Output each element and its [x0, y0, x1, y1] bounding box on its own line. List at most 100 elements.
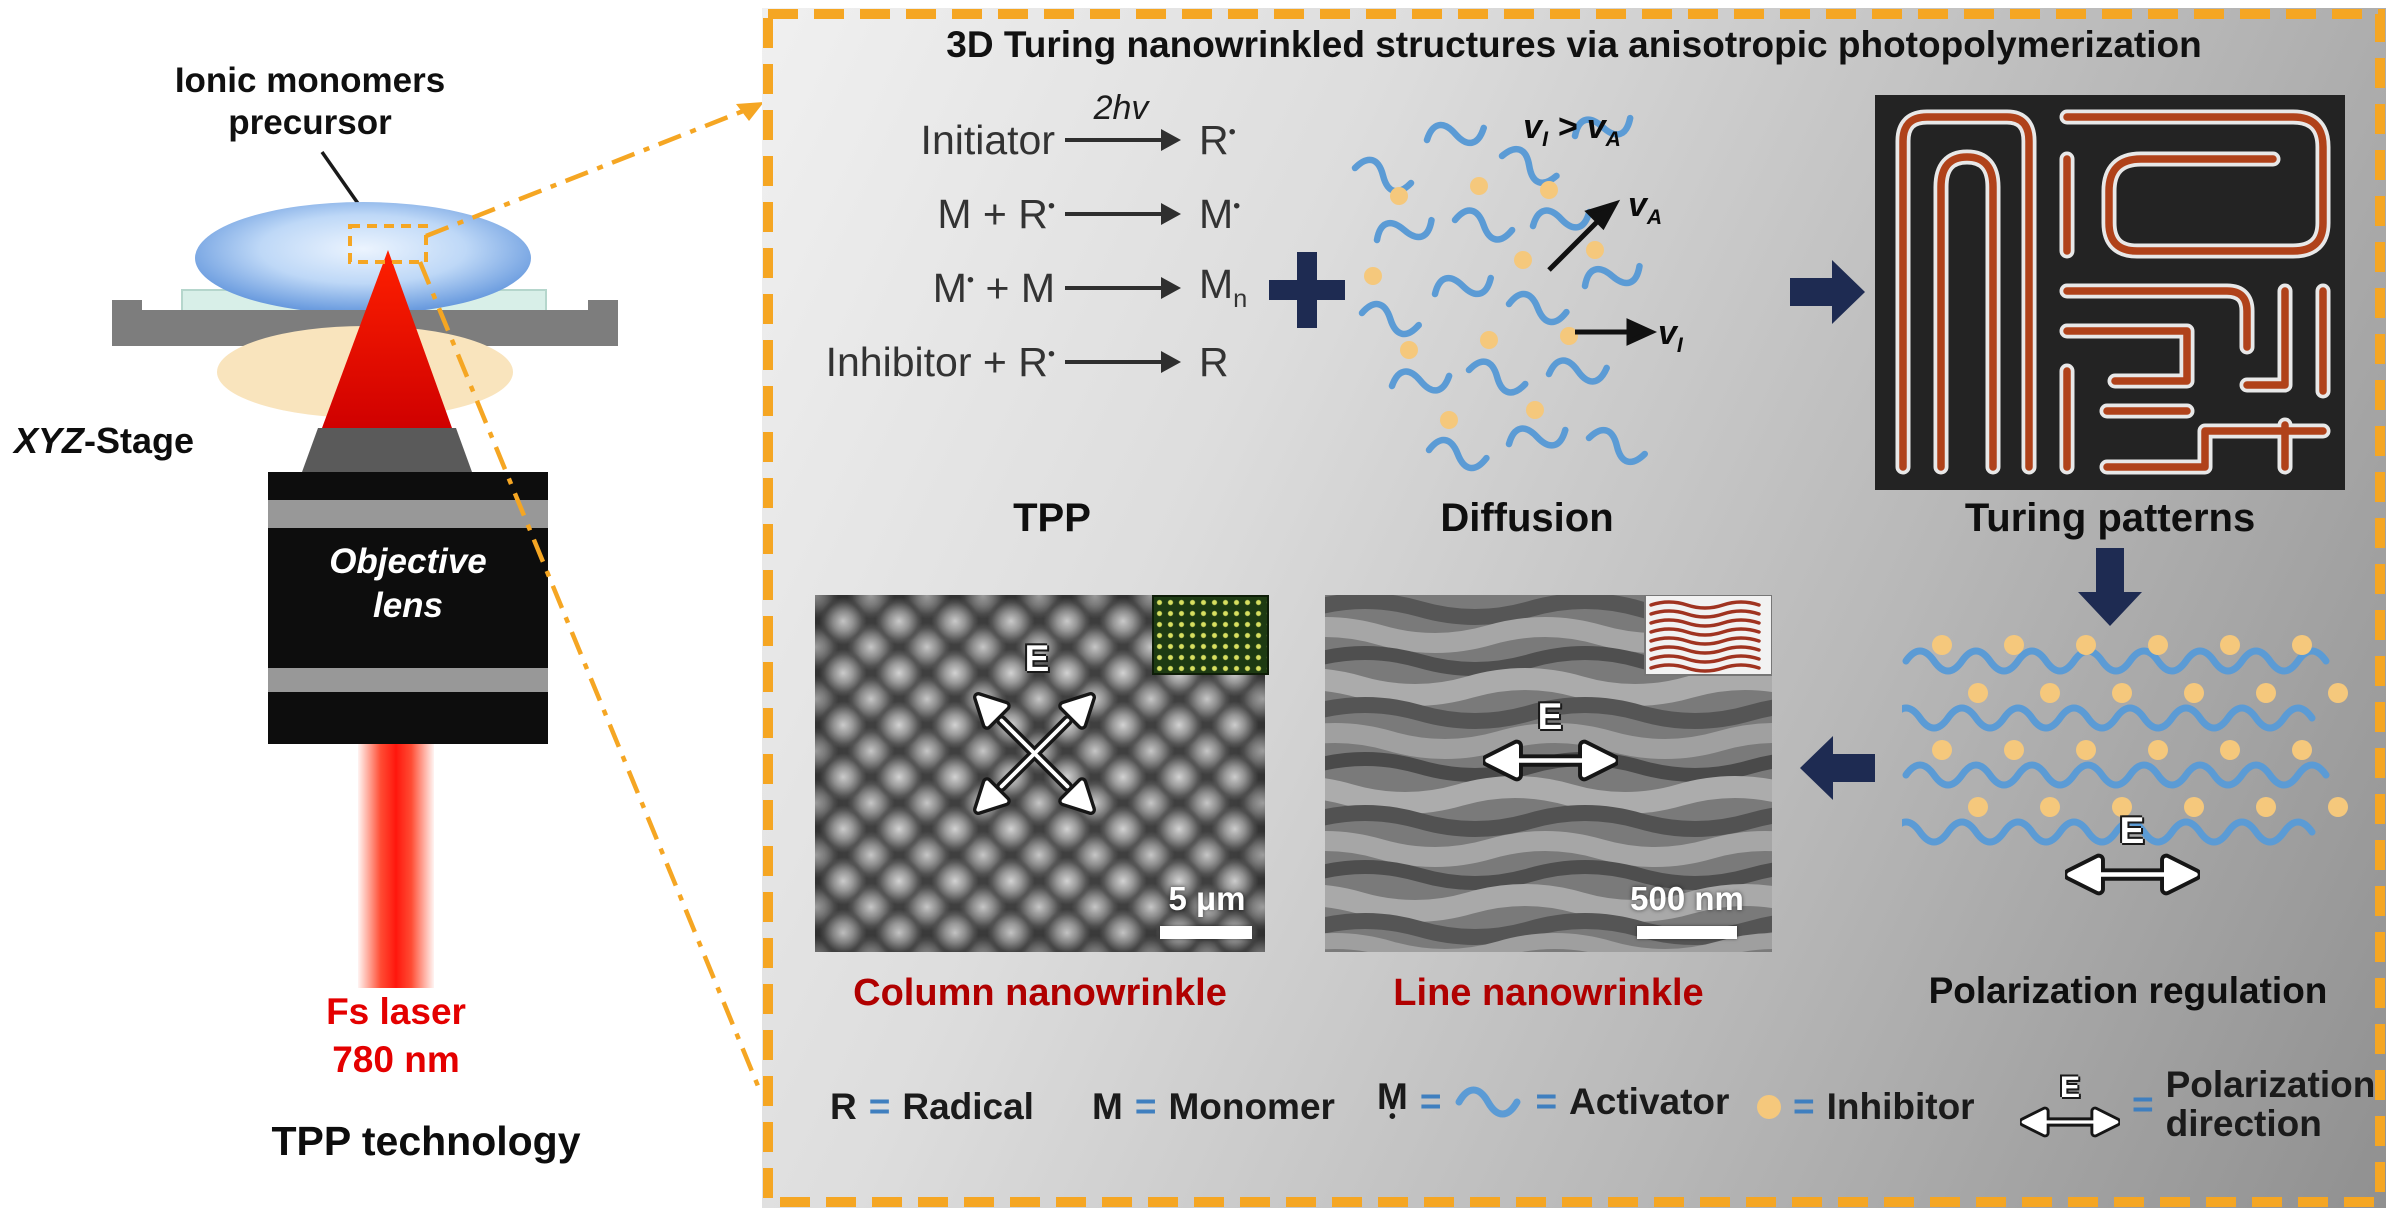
- reaction-row-1: Initiator 2hv R•: [817, 89, 1297, 177]
- objective-label-line1: Objective: [329, 542, 487, 581]
- radical-dot: •: [1388, 1105, 1396, 1128]
- objective-band-bottom: [268, 668, 548, 692]
- reaction-arrow-icon: [1065, 129, 1181, 151]
- fs-laser-label: Fs laser 780 nm: [286, 988, 506, 1084]
- plus-icon: [1269, 252, 1345, 328]
- legend-equals: =: [1134, 1086, 1157, 1127]
- reaction1-rate-label: 2hv: [1093, 89, 1149, 127]
- tpp-technology-label: TPP technology: [271, 1118, 581, 1164]
- legend-equals: =: [2132, 1083, 2154, 1125]
- turing-panel: 3D Turing nanowrinkled structures via an…: [762, 8, 2386, 1208]
- line-pattern-inset: [1644, 595, 1772, 676]
- double-arrow-icon: [1483, 738, 1618, 783]
- legend-polarization-label: Polarization direction: [2165, 1064, 2376, 1144]
- e-field-label: E: [1024, 638, 1050, 679]
- radical-dot: •: [966, 268, 975, 292]
- legend-radical-label: Radical: [902, 1086, 1034, 1127]
- objective-nosepiece: [302, 428, 472, 472]
- line-sem-e-arrow: E: [1480, 696, 1620, 783]
- line-caption: Line nanowrinkle: [1393, 972, 1704, 1014]
- reaction1-left: Initiator: [920, 116, 1055, 163]
- reaction-arrow-icon: [1065, 203, 1181, 225]
- legend-radical: R = Radical: [830, 1086, 1034, 1128]
- flow-arrow-down-icon: [2078, 548, 2142, 626]
- radical-dot: •: [1047, 342, 1055, 366]
- flow-arrow-left-icon: [1800, 736, 1875, 800]
- reaction-row-3: M• + M Mn: [817, 251, 1297, 325]
- velocity-arrows: [1547, 199, 1658, 346]
- reaction3-right: Mn: [1199, 261, 1248, 314]
- legend-activator-label: Activator: [1569, 1081, 1730, 1122]
- line-nanowrinkle-sem-image: [1325, 595, 1772, 952]
- column-scale-label: 5 μm: [1168, 880, 1246, 917]
- inhibitor-dots: [1364, 177, 1604, 429]
- precursor-droplet: [195, 202, 531, 314]
- column-nanowrinkle-sem-image: [815, 595, 1265, 952]
- flow-arrow-right-icon: [1790, 260, 1865, 324]
- reaction-arrow-icon: [1065, 351, 1181, 373]
- legend-inhibitor-label: Inhibitor: [1826, 1086, 1975, 1127]
- reaction4-right: R: [1199, 338, 1229, 385]
- reaction-row-2: M + R• M•: [817, 177, 1297, 251]
- e-field-label: E: [1537, 696, 1563, 737]
- ionic-monomers-label: Ionic monomers precursor: [138, 60, 482, 144]
- legend-equals: =: [868, 1086, 891, 1127]
- line-scale-bar: [1637, 926, 1737, 939]
- diffusion-illustration: [1337, 98, 1658, 493]
- polarization-caption: Polarization regulation: [1928, 970, 2328, 1011]
- polarization-illustration: [1902, 635, 2348, 863]
- turing-pattern-image: [1875, 95, 2345, 490]
- laser-beam: [358, 744, 434, 988]
- reaction1-arrow-wrap: 2hv: [1055, 89, 1187, 151]
- legend-equals: =: [1419, 1081, 1442, 1122]
- reaction2-right: M•: [1199, 190, 1241, 237]
- ionic-label-line2: precursor: [228, 103, 392, 142]
- inhibitor-dot-grid: [1932, 635, 2348, 817]
- activator-squiggles: [1352, 107, 1648, 470]
- radical-dot: •: [1233, 194, 1241, 218]
- reaction4-left: Inhibitor + R•: [825, 338, 1055, 385]
- xyz-stage-label: XYZ-Stage: [14, 420, 194, 462]
- fs-laser-line2: 780 nm: [332, 1039, 460, 1081]
- reaction-row-4: Inhibitor + R• R: [817, 325, 1297, 399]
- reaction3-left: M• + M: [932, 264, 1055, 311]
- column-pattern-inset: [1152, 595, 1269, 675]
- objective-band-top: [268, 500, 548, 528]
- reaction-arrow-icon: [1065, 277, 1181, 299]
- legend-r-symbol: R: [830, 1086, 857, 1127]
- legend-polarization: E = Polarization direction: [2020, 1064, 2376, 1144]
- legend-equals: =: [1793, 1086, 1815, 1127]
- xyz-stage-italic: XYZ: [14, 420, 85, 461]
- zoom-connector-arrowhead: [736, 102, 762, 121]
- legend-monomer: M = Monomer: [1092, 1086, 1335, 1128]
- va-label: vA: [1628, 186, 1663, 229]
- diffusion-caption: Diffusion: [1440, 496, 1614, 540]
- tpp-reactions: Initiator 2hv R• M + R• M• M• + M Mn Inh…: [817, 89, 1297, 399]
- column-star-arrow-icon: [957, 676, 1112, 831]
- radical-dot: •: [1047, 194, 1055, 218]
- legend-m-symbol: M: [1092, 1086, 1123, 1127]
- fs-laser-line1: Fs laser: [326, 991, 466, 1032]
- activator-squiggle-icon: [1453, 1080, 1523, 1124]
- polarization-arrow-icon: E: [2020, 1071, 2120, 1139]
- panel-dashed-border: [763, 9, 2385, 1207]
- line-scale-label: 500 nm: [1630, 880, 1744, 917]
- e-field-label: E: [2059, 1070, 2080, 1104]
- tpp-caption: TPP: [1013, 496, 1091, 540]
- reaction1-right: R•: [1199, 116, 1236, 163]
- vi-label: vI: [1658, 314, 1683, 357]
- objective-lens-label: Objective lens: [268, 540, 548, 628]
- inhibitor-dot-icon: [1757, 1095, 1781, 1119]
- legend-activator: M • = = Activator: [1377, 1078, 1730, 1128]
- column-caption: Column nanowrinkle: [853, 972, 1227, 1014]
- radical-dot: •: [1228, 120, 1236, 144]
- objective-label-line2: lens: [372, 585, 444, 625]
- legend-equals: =: [1535, 1081, 1558, 1122]
- turing-caption: Turing patterns: [1964, 496, 2256, 540]
- double-arrow-icon: [2065, 852, 2200, 897]
- double-arrow-icon: [2020, 1105, 2120, 1139]
- reaction2-left: M + R•: [937, 190, 1055, 237]
- xyz-stage-rest: -Stage: [84, 420, 195, 461]
- ionic-label-line1: Ionic monomers: [174, 61, 446, 100]
